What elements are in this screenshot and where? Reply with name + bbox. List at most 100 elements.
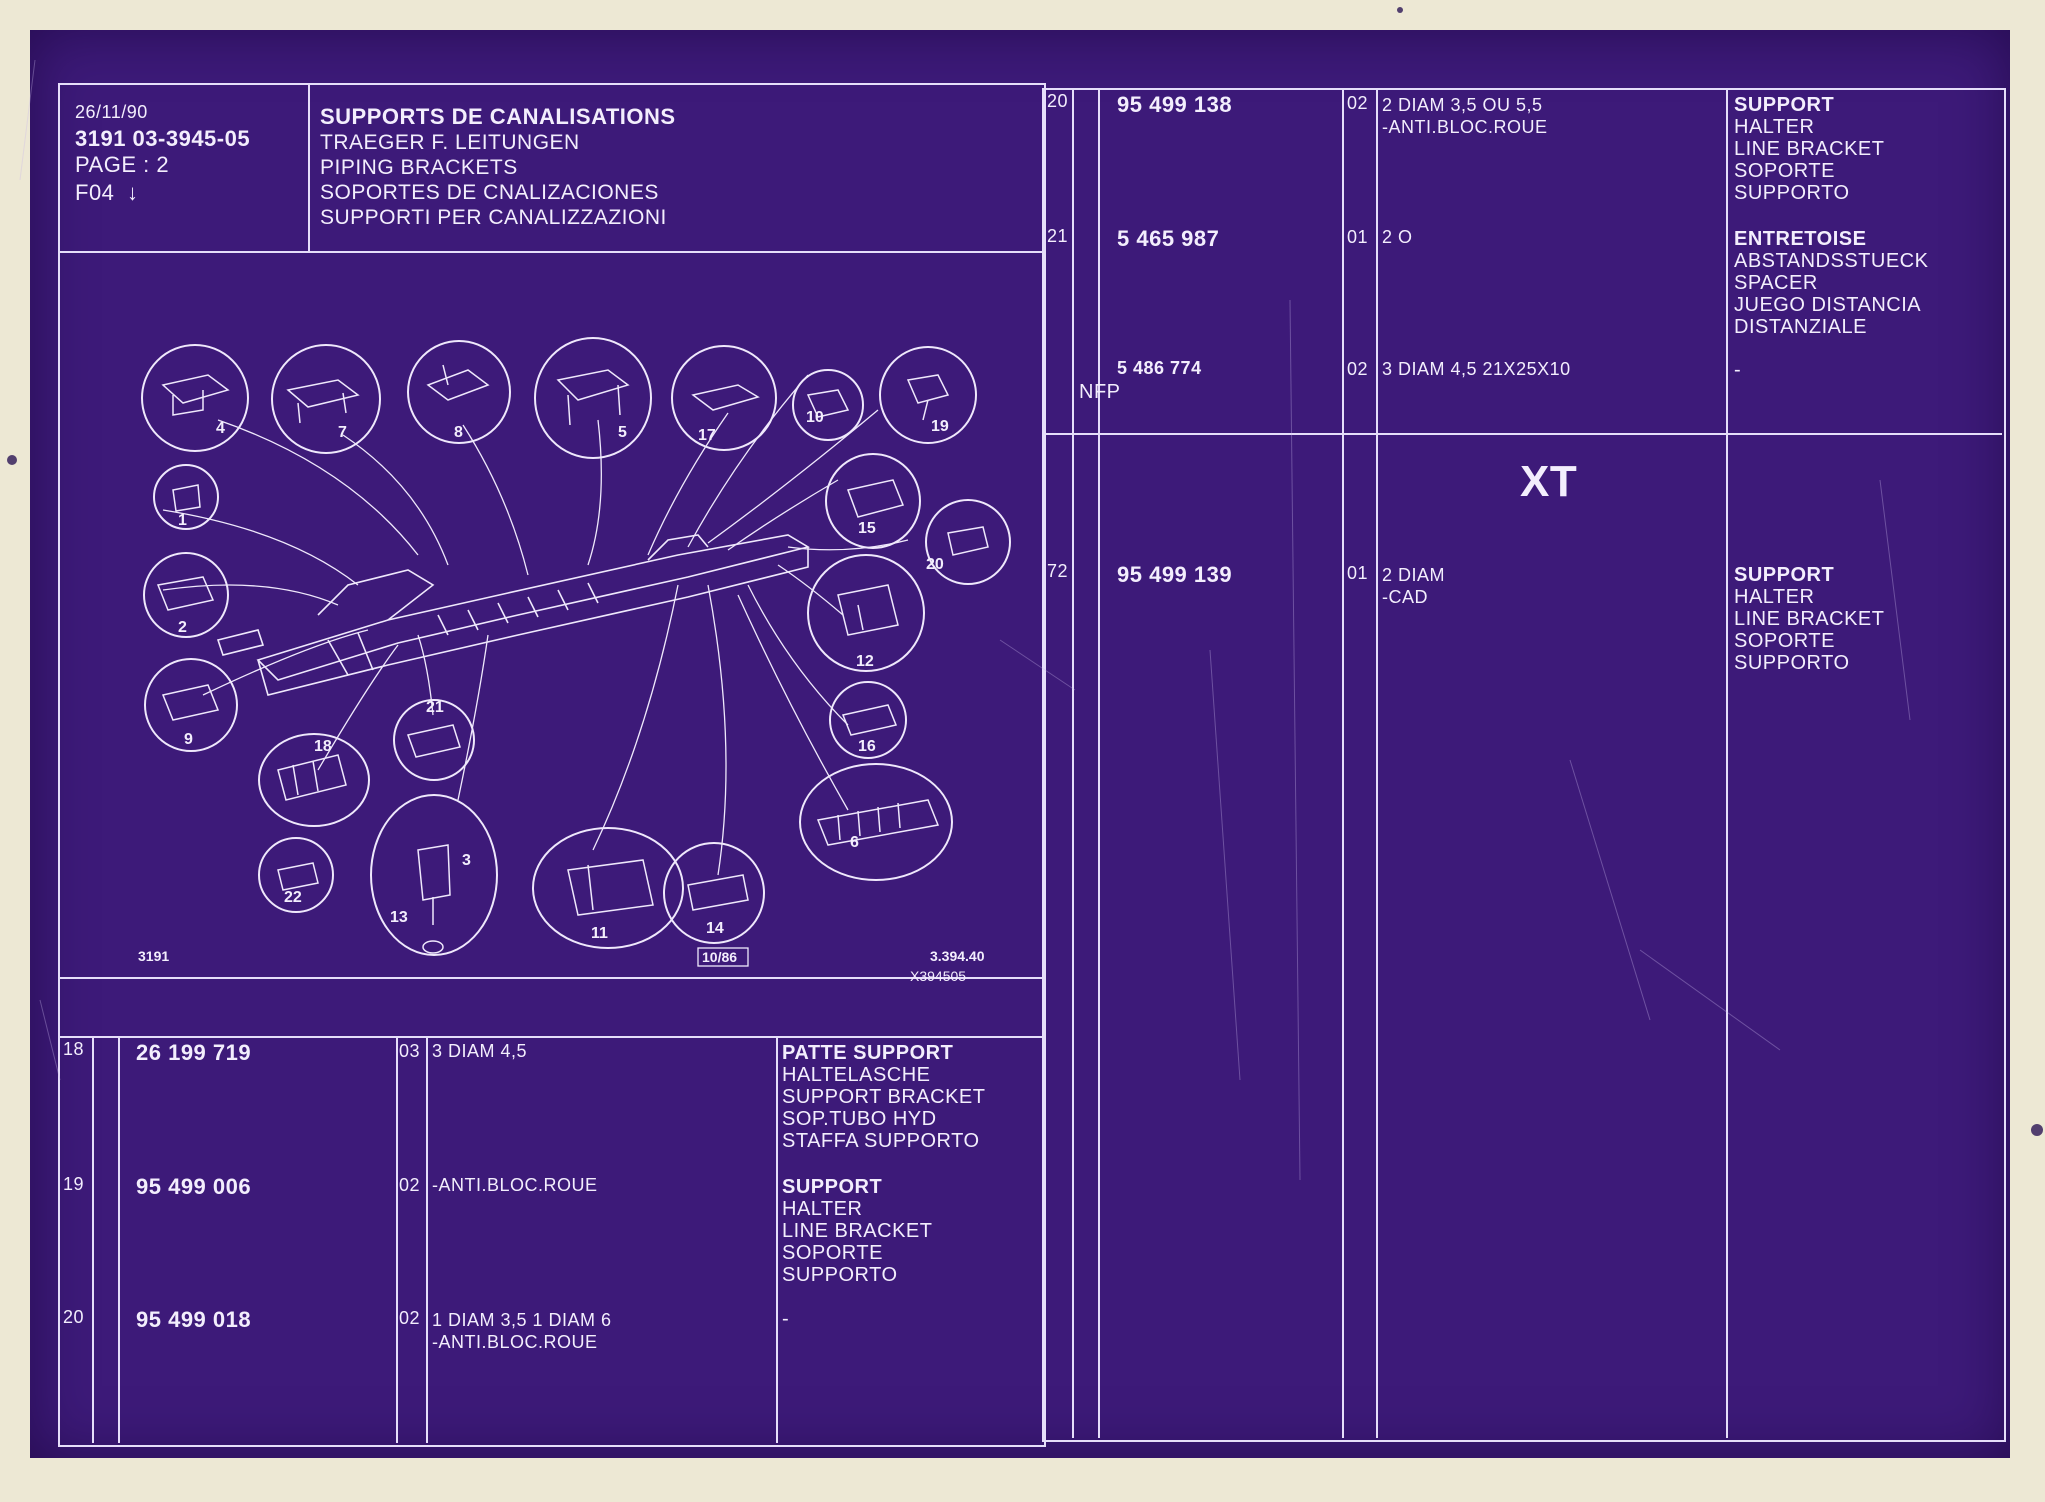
desc-line: SPACER (1734, 272, 1818, 294)
left-row-item: 19 (63, 1174, 85, 1194)
callout-label: 11 (591, 925, 608, 942)
right-row-spec: 2 DIAM -CAD (1382, 564, 1445, 608)
left-col-desc (776, 1036, 778, 1443)
bracket-sketches (156, 364, 989, 954)
diagram-figure-ref: 3.394.40 (930, 948, 985, 964)
right-col-qty-a (1342, 88, 1344, 1438)
desc-line: ABSTANDSSTUECK (1734, 250, 1929, 272)
left-row-part-number: 26 199 719 (136, 1040, 252, 1065)
callout-label: 16 (858, 738, 876, 755)
callout-label: 1 (178, 512, 187, 529)
vehicle-frame-drawing (216, 534, 811, 696)
leader-lines (162, 374, 909, 876)
desc-line: HALTER (782, 1198, 863, 1220)
right-row-desc: - (1734, 359, 1742, 381)
right-row-qty: 01 (1347, 227, 1369, 247)
right-row-desc: SUPPORT HALTER LINE BRACKET SOPORTE SUPP… (1734, 564, 1884, 674)
desc-line: JUEGO DISTANCIA (1734, 294, 1922, 316)
right-col-part (1098, 88, 1100, 1438)
left-row-part-number: 95 499 018 (136, 1307, 252, 1332)
callout-label: 3 (462, 852, 471, 869)
down-arrow-icon: ↓ (127, 180, 139, 205)
right-row-spec: 2 DIAM 3,5 OU 5,5 -ANTI.BLOC.ROUE (1382, 94, 1548, 138)
left-panel-frame (58, 83, 1046, 1447)
right-row-divider (1042, 433, 2002, 435)
header-ref: 3191 03-3945-05 (75, 126, 251, 151)
left-row-part-number: 95 499 006 (136, 1174, 252, 1199)
desc-line: SOP.TUBO HYD (782, 1108, 937, 1130)
desc-line: STAFFA SUPPORTO (782, 1130, 980, 1152)
right-row-qty: 02 (1347, 359, 1369, 379)
header-page: PAGE : 2 (75, 152, 170, 177)
callout-label: 20 (926, 556, 944, 573)
desc-line: LINE BRACKET (782, 1220, 933, 1242)
desc-line: SUPPORT (782, 1176, 883, 1198)
table-top-divider (58, 1036, 1044, 1038)
callout-label: 13 (390, 909, 408, 926)
header-date: 26/11/90 (75, 102, 148, 122)
spec-line: -ANTI.BLOC.ROUE (1382, 117, 1548, 137)
left-row-item: 18 (63, 1039, 85, 1059)
right-row-note: NFP (1079, 381, 1121, 403)
right-row-item: 21 (1047, 226, 1069, 246)
callout-label: 22 (284, 889, 302, 906)
right-row-part-number: 95 499 138 (1117, 92, 1233, 117)
right-row-spec: 2 O (1382, 227, 1413, 247)
right-row-part-number: 5 486 774 (1117, 358, 1202, 378)
callout-label: 19 (931, 418, 949, 435)
callout-label: 4 (216, 420, 225, 437)
left-col-qty-a (396, 1036, 398, 1443)
left-row-spec: 3 DIAM 4,5 (432, 1041, 528, 1061)
desc-line: SUPPORTO (1734, 652, 1850, 674)
callout-label: 6 (850, 834, 859, 851)
right-row-part-number: 5 465 987 (1117, 226, 1220, 251)
desc-line: LINE BRACKET (1734, 608, 1885, 630)
desc-line: SUPPORT BRACKET (782, 1086, 986, 1108)
desc-line: SOPORTE (782, 1242, 883, 1264)
callout-label: 15 (858, 520, 876, 537)
header-divider (58, 251, 1044, 253)
callout-label: 8 (454, 424, 463, 441)
desc-line: SUPPORTO (1734, 182, 1850, 204)
right-col-item (1072, 88, 1074, 1438)
header-title-fr: SUPPORTS DE CANALISATIONS (320, 104, 676, 129)
desc-line: DISTANZIALE (1734, 316, 1867, 338)
spec-line: 2 DIAM 3,5 OU 5,5 (1382, 95, 1543, 115)
right-row-qty: 01 (1347, 563, 1369, 583)
desc-line: SUPPORTO (782, 1264, 898, 1286)
right-col-desc (1726, 88, 1728, 1438)
callout-label: 17 (698, 427, 716, 444)
header-title-it: SUPPORTI PER CANALIZZAZIONI (320, 206, 667, 229)
left-col-qty-b (426, 1036, 428, 1443)
section-marker: XT (1520, 457, 1578, 506)
left-row-qty: 02 (399, 1175, 421, 1195)
microfiche-slide: 26/11/90 3191 03-3945-05 PAGE : 2 F04 ↓ … (30, 30, 2010, 1458)
diagram-figure-code: X394505 (910, 968, 966, 984)
callout-label: 18 (314, 738, 332, 755)
diagram-model-code: 3191 (138, 948, 169, 964)
callout-label: 12 (856, 653, 874, 670)
desc-line: HALTELASCHE (782, 1064, 931, 1086)
left-row-spec: 1 DIAM 3,5 1 DIAM 6 -ANTI.BLOC.ROUE (432, 1309, 612, 1353)
desc-line: ENTRETOISE (1734, 228, 1867, 250)
right-row-qty: 02 (1347, 93, 1369, 113)
right-panel-frame (1042, 88, 2006, 1442)
desc-line: SUPPORT (1734, 564, 1835, 586)
spec-line: 2 DIAM (1382, 565, 1446, 585)
left-row-desc: PATTE SUPPORT HALTELASCHE SUPPORT BRACKE… (782, 1042, 985, 1152)
desc-line: SUPPORT (1734, 94, 1835, 116)
spec-line: -CAD (1382, 587, 1428, 607)
callout-label: 2 (178, 619, 187, 636)
right-row-spec: 3 DIAM 4,5 21X25X10 (1382, 359, 1571, 379)
right-row-desc: SUPPORT HALTER LINE BRACKET SOPORTE SUPP… (1734, 94, 1884, 204)
diagram-bottom-divider (58, 977, 1044, 979)
left-row-item: 20 (63, 1307, 85, 1327)
spec-line: -ANTI.BLOC.ROUE (432, 1332, 598, 1352)
header-title-de: TRAEGER F. LEITUNGEN (320, 131, 580, 154)
parts-diagram: 4 7 8 5 17 10 19 1 15 20 2 12 9 21 16 18… (138, 337, 1011, 984)
desc-line: SOPORTE (1734, 160, 1835, 182)
header-fiche: F04 ↓ (75, 182, 139, 204)
callout-label: 7 (338, 424, 347, 441)
desc-line: SOPORTE (1734, 630, 1835, 652)
header-fiche-label: F04 (75, 180, 115, 205)
